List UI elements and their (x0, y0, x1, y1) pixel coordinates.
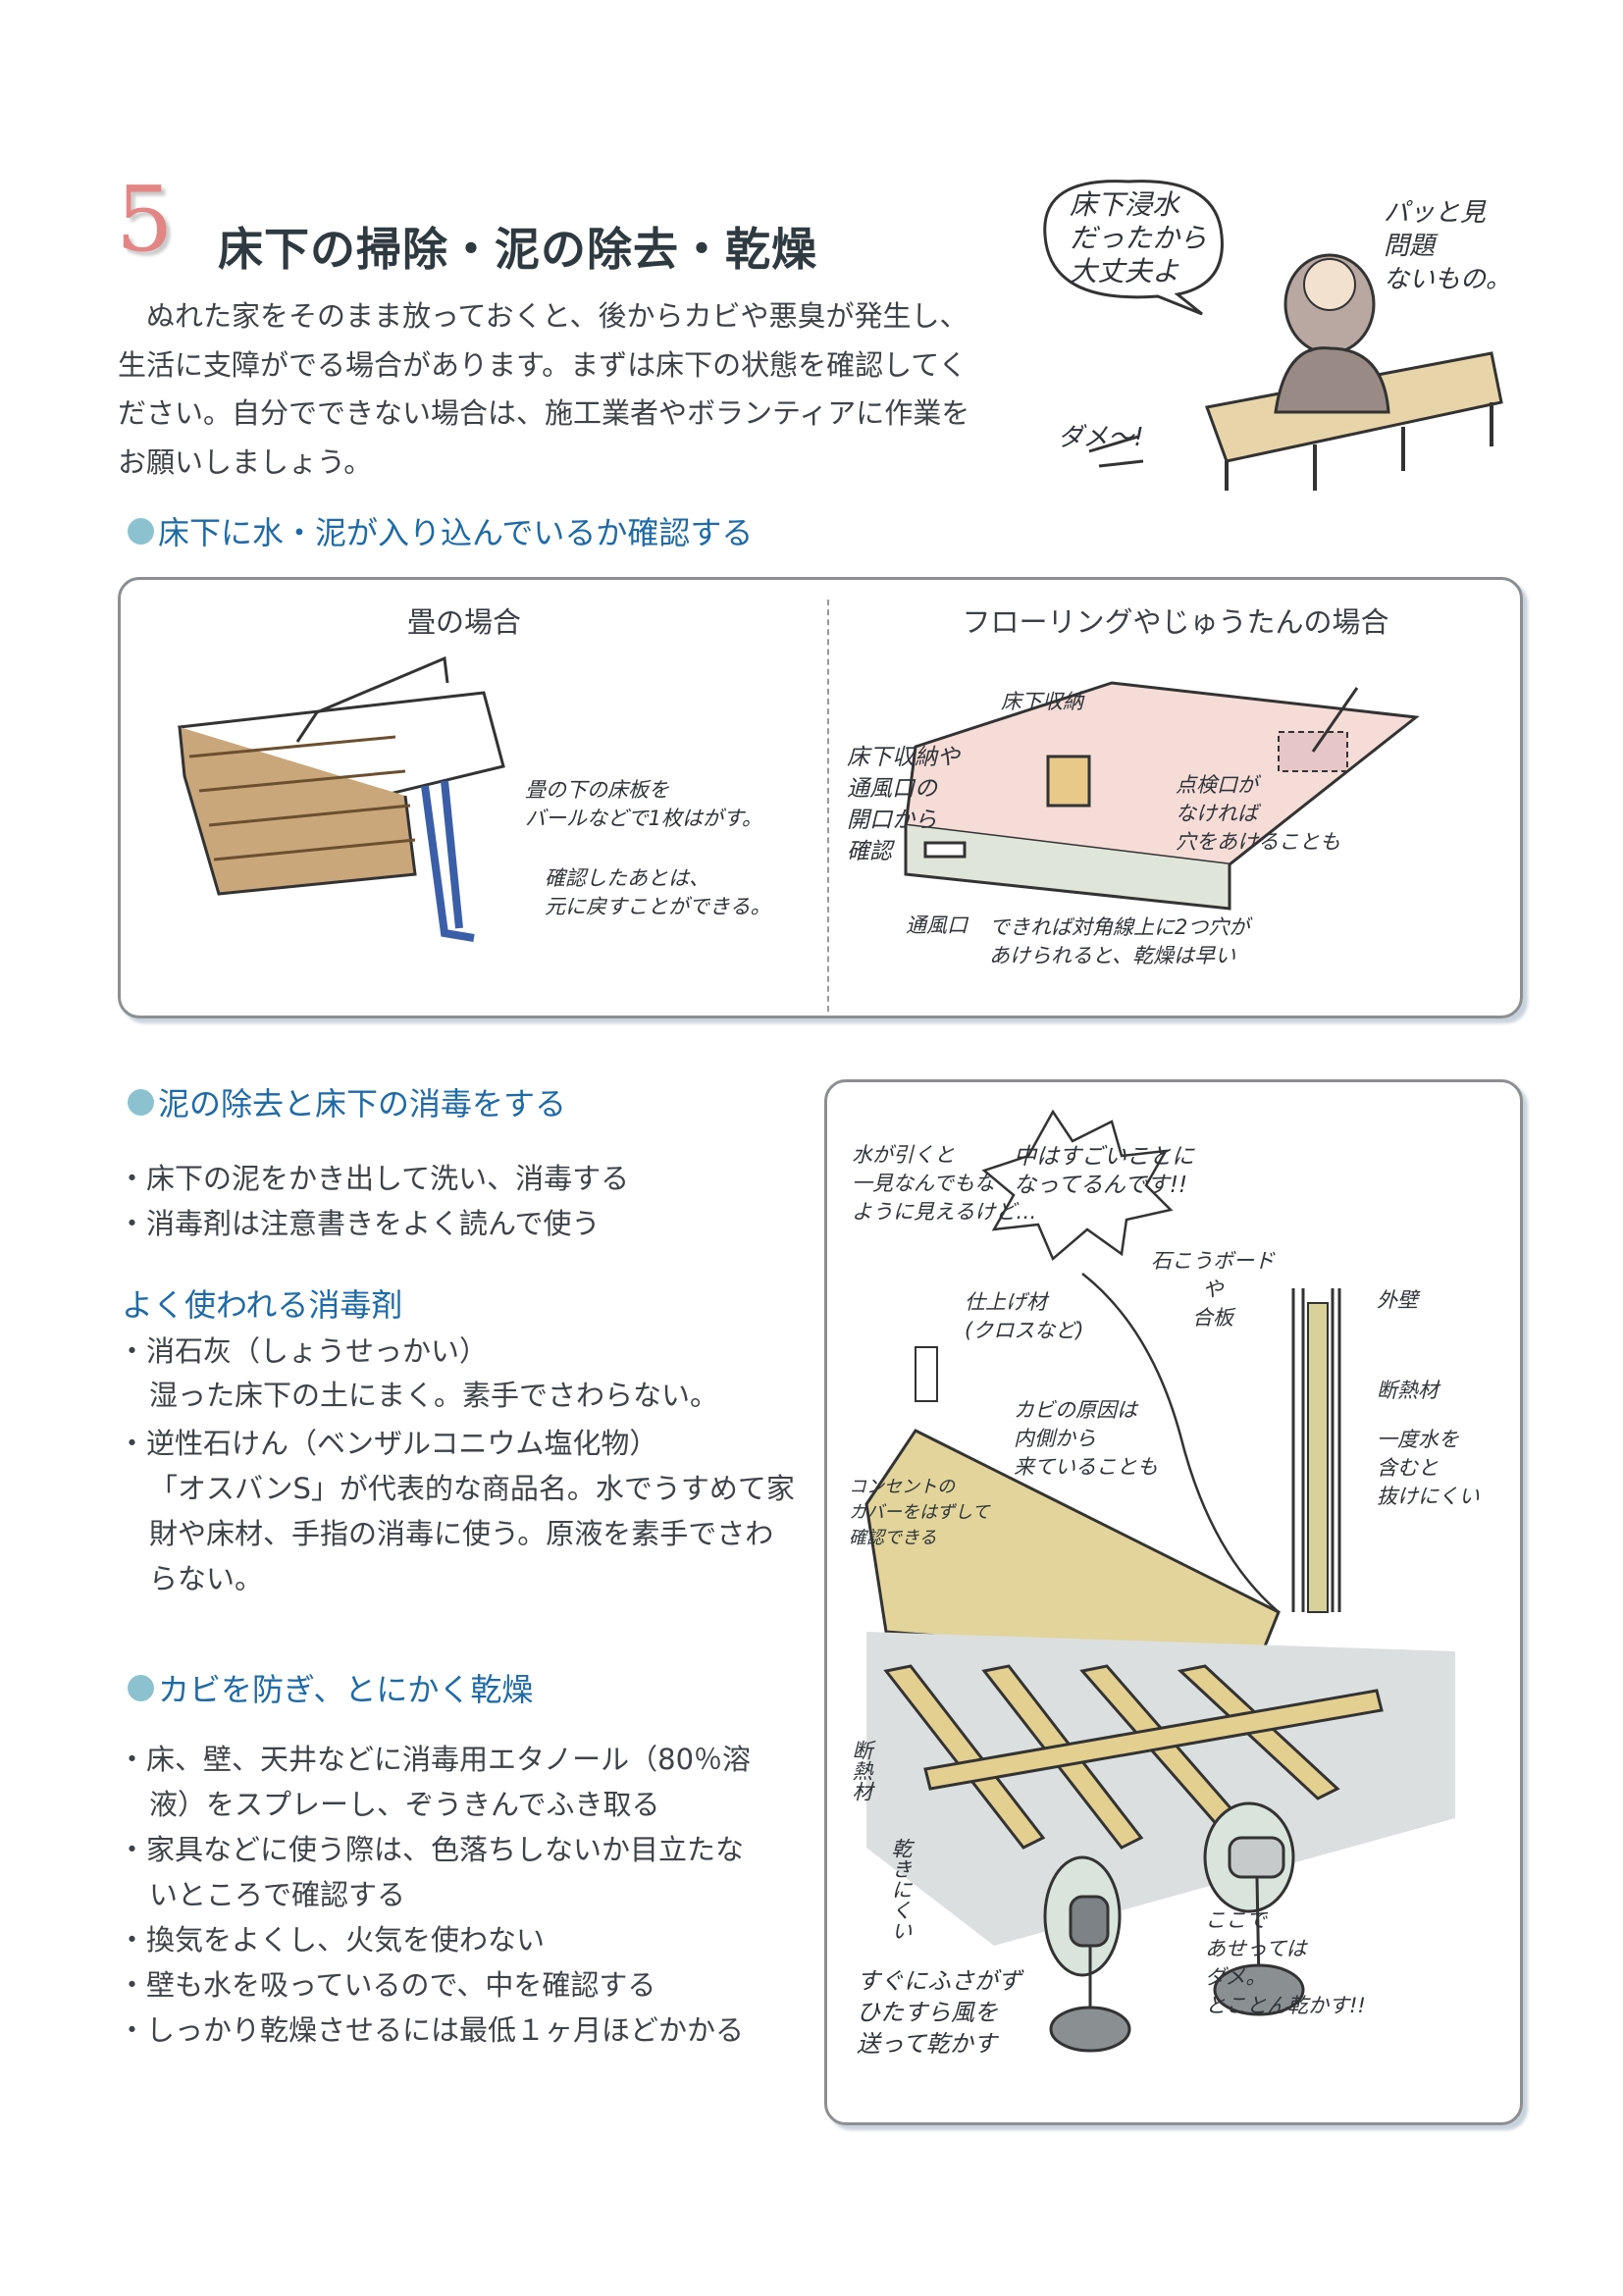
disinfectant-name: ・消石灰（しょうせっかい） (118, 1334, 489, 1368)
flooring-label-diagonal: できれば対角線上に2つ穴が あけられると、乾燥は早い (989, 915, 1250, 967)
list-item: ・しっかり乾燥させるには最低１ヶ月ほどかかる (118, 2013, 745, 2047)
section-heading-disinfect: 泥の除去と床下の消毒をする (128, 1079, 566, 1124)
label-exterior-wall: 外壁 (1377, 1288, 1418, 1312)
tatami-title: 畳の場合 (406, 605, 521, 639)
intro-line: お願いしましょう。 (118, 444, 373, 479)
label-dry-thoroughly: ここで あせっては ダメ。 とことん乾かす!! (1205, 1908, 1366, 2017)
label-finish-material: 仕上げ材 (クロスなど) (965, 1290, 1084, 1342)
check-methods-box: 畳の場合 フローリングやじゅうたんの場合 畳の下の床板を バールなどで1枚はがす… (118, 577, 1523, 1018)
label-dries-slowly: 乾きにくい (889, 1838, 913, 1941)
top-illustration: 床下浸水 だったから 大丈夫よ パッと見 問題 ないもの。 ダメ〜! (1030, 167, 1531, 530)
floor-platform-drawing (1043, 180, 1503, 491)
warning-text: ダメ〜! (1058, 423, 1144, 452)
disinfectants-list: ・消石灰（しょうせっかい） 湿った床下の土にまく。素手でさわらない。 ・逆性石け… (118, 1329, 795, 1601)
section-heading-check: 床下に水・泥が入り込んでいるか確認する (128, 508, 753, 553)
heading-text: カビを防ぎ、とにかく乾燥 (158, 1671, 534, 1708)
bullet-dot-icon (128, 1088, 154, 1116)
section-number: 5 (116, 167, 174, 272)
tatami-label-remove: 畳の下の床板を バールなどで1枚はがす。 (525, 778, 762, 830)
speech-bubble-text: 床下浸水 だったから 大丈夫よ (1070, 188, 1208, 287)
flooring-label-storage: 床下収納 (1001, 690, 1083, 713)
list-item: ・壁も水を吸っているので、中を確認する (118, 1968, 656, 2002)
label-mold-cause: カビの原因は 内側から 来ていることも (1014, 1398, 1158, 1479)
disinfect-list: ・床下の泥をかき出して洗い、消毒する ・消毒剤は注意書きをよく読んで使う (118, 1156, 805, 1246)
page-title: 床下の掃除・泥の除去・乾燥 (218, 223, 817, 276)
disinfectant-desc: 湿った床下の土にまく。素手でさわらない。 (149, 1379, 719, 1412)
label-inside-terrible: 中はすごいことに なってるんです!! (1014, 1144, 1194, 1198)
list-item: ・換気をよくし、火気を使わない (118, 1923, 546, 1957)
label-looks-fine: 水が引くと 一見なんでもな ように見えるけど… (852, 1143, 1037, 1224)
tatami-label-restore: 確認したあとは、 元に戻すことができる。 (545, 866, 771, 918)
label-gypsum-board: 石こうボード や 合板 (1151, 1249, 1275, 1330)
flooring-label-inspection: 点検口が なければ 穴をあけることも (1176, 773, 1340, 854)
label-outlet-cover: コンセントの カバーをはずして 確認できる (849, 1477, 990, 1548)
underfloor-drawing (864, 1109, 1455, 2053)
intro-line: 生活に支障がでる場合があります。まずは床下の状態を確認してく (118, 347, 968, 382)
intro-paragraph: ぬれた家をそのまま放っておくと、後からカビや悪臭が発生し、 生活に支障がでる場合… (118, 292, 1001, 487)
list-item: ・床下の泥をかき出して洗い、消毒する (118, 1162, 630, 1195)
section-heading-dry: カビを防ぎ、とにかく乾燥 (128, 1665, 533, 1710)
divider (827, 600, 829, 1012)
list-item: ・床、壁、天井などに消毒用エタノール（80％溶液）をスプレーし、ぞうきんでふき取… (118, 1743, 752, 1821)
check-illustrations (177, 655, 1420, 942)
list-item: ・家具などに使う際は、色落ちしないか目立たないところで確認する (118, 1833, 745, 1911)
bullet-dot-icon (128, 1674, 154, 1701)
bullet-dot-icon (128, 517, 154, 545)
heading-text: 泥の除去と床下の消毒をする (158, 1085, 567, 1122)
disinfectants-heading: よく使われる消毒剤 (122, 1286, 403, 1324)
disinfectant-name: ・逆性石けん（ベンザルコニウム塩化物） (118, 1427, 658, 1460)
person-remark: パッと見 問題 ないもの。 (1384, 198, 1512, 294)
label-insulation-floor: 断熱材 (850, 1740, 873, 1801)
flooring-label-check: 床下収納や 通風口の 開口から 確認 (847, 745, 960, 864)
flooring-label-vent: 通風口 (906, 913, 968, 937)
heading-text: 床下に水・泥が入り込んでいるか確認する (158, 514, 754, 551)
list-item: ・消毒剤は注意書きをよく読んで使う (118, 1207, 601, 1240)
disinfectant-desc: 「オスバンS」が代表的な商品名。水でうすめて家財や床材、手指の消毒に使う。原液を… (149, 1472, 795, 1595)
underfloor-illustration-box: 水が引くと 一見なんでもな ように見えるけど… 中はすごいことに なってるんです… (824, 1079, 1523, 2125)
label-keep-ventilating: すぐにふさがず ひたすら風を 送って乾かす (857, 1967, 1021, 2058)
label-insulation: 断熱材 (1377, 1379, 1439, 1402)
label-hard-to-dry: 一度水を 含むと 抜けにくい (1377, 1428, 1480, 1508)
dry-list: ・床、壁、天井などに消毒用エタノール（80％溶液）をスプレーし、ぞうきんでふき取… (118, 1737, 765, 2053)
intro-line: ぬれた家をそのまま放っておくと、後からカビや悪臭が発生し、 (118, 299, 969, 333)
flooring-title: フローリングやじゅうたんの場合 (962, 605, 1389, 639)
intro-line: ださい。自分でできない場合は、施工業者やボランティアに作業を (118, 396, 970, 430)
